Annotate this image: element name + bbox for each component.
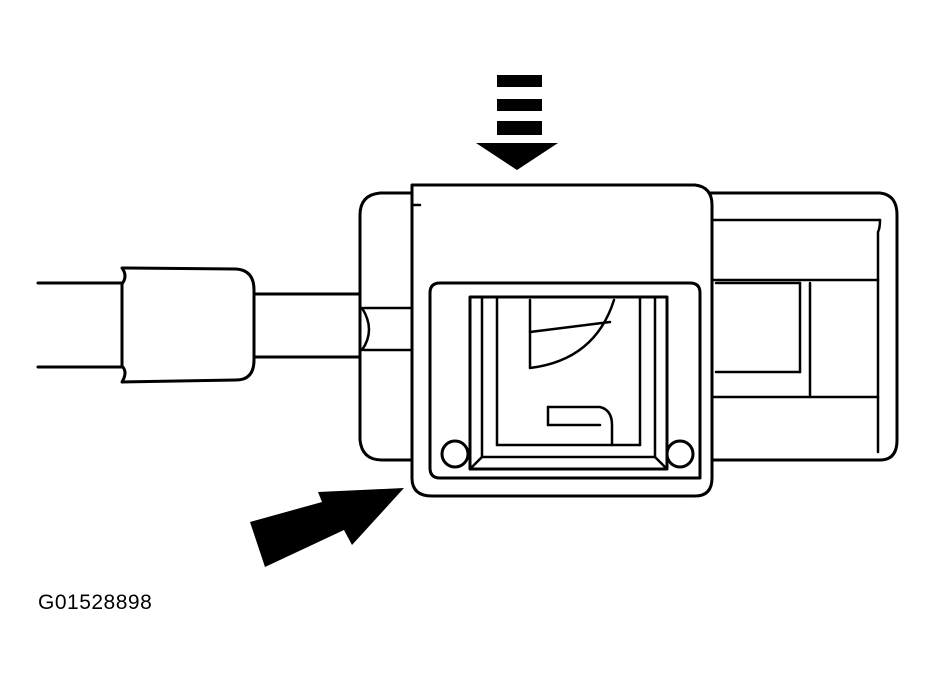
arrow-diagonal-icon [250, 488, 404, 567]
connector-rear-housing [698, 191, 899, 462]
screw-hole-right [665, 439, 695, 469]
wire-boot [120, 266, 256, 384]
figure-code: G01528898 [38, 591, 153, 614]
locking-tab [410, 183, 714, 498]
arrow-down-icon [476, 75, 558, 170]
connector-housing-lip [358, 191, 414, 462]
wire [36, 281, 364, 369]
screw-hole-left [440, 439, 470, 469]
